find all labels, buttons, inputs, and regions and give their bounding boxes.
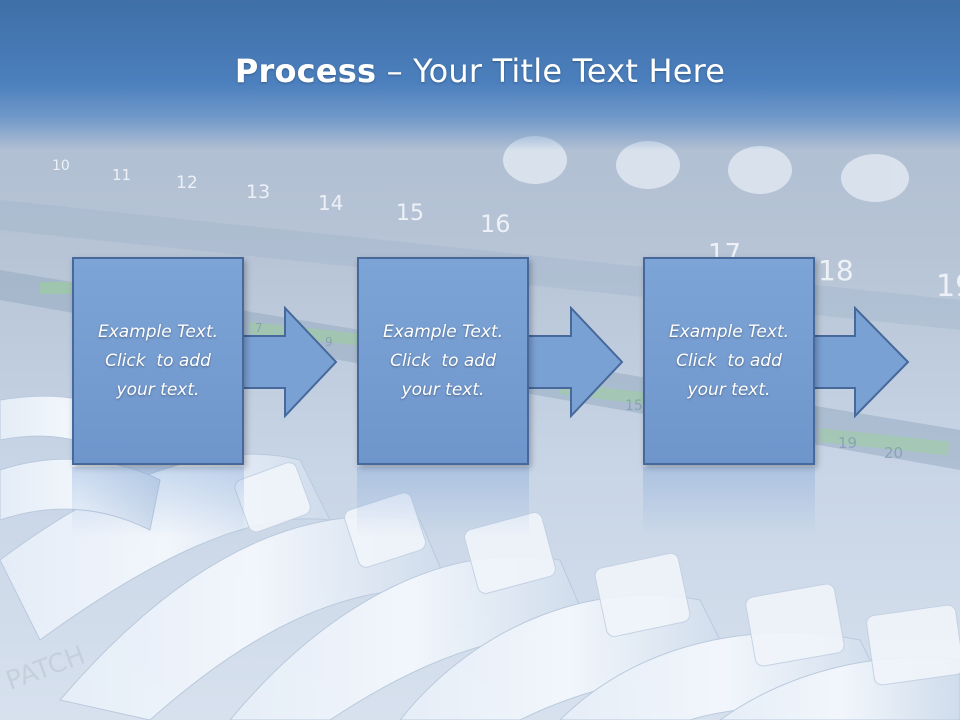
step-text-line: Click to add [676,350,782,371]
step-text-line: Example Text. [97,321,219,342]
process-step-2[interactable]: Example Text. Click to add your text. [357,257,529,465]
step-reflection [72,467,244,537]
step-text-line: your text. [401,379,485,400]
step-text: Example Text. Click to add your text. [78,318,238,405]
arrow-right-icon [241,306,338,418]
step-text-line: your text. [687,379,771,400]
port-number: 7 [255,321,263,335]
process-step-1[interactable]: Example Text. Click to add your text. [72,257,244,465]
port-number: 11 [112,166,131,184]
title-band [0,0,960,150]
port-number: 20 [884,444,903,462]
title-rest: – Your Title Text Here [376,52,726,90]
title-bold: Process [234,52,377,90]
port-number: 13 [246,181,270,203]
port-number: 15 [625,398,643,414]
step-text: Example Text. Click to add your text. [363,318,523,405]
process-step-3[interactable]: Example Text. Click to add your text. [643,257,815,465]
port-number: 12 [176,173,198,193]
step-text-line: Click to add [390,350,496,371]
step-text-line: your text. [116,379,200,400]
port-number: 19 [838,434,857,452]
port-number: 14 [318,191,343,215]
port-number: 16 [480,210,511,238]
step-reflection [643,467,815,537]
port-number: 19 [936,269,960,304]
port-number: 15 [396,201,424,226]
step-text-line: Example Text. [382,321,504,342]
step-reflection [357,467,529,537]
step-text: Example Text. Click to add your text. [649,318,809,405]
arrow-right-icon [527,306,624,418]
port-number: 10 [52,158,70,174]
port-number: 9 [325,335,333,349]
arrow-right-icon [811,306,910,418]
step-text-line: Example Text. [668,321,790,342]
port-number: 18 [818,254,854,287]
slide-title[interactable]: Process – Your Title Text Here [0,52,960,90]
step-text-line: Click to add [105,350,211,371]
